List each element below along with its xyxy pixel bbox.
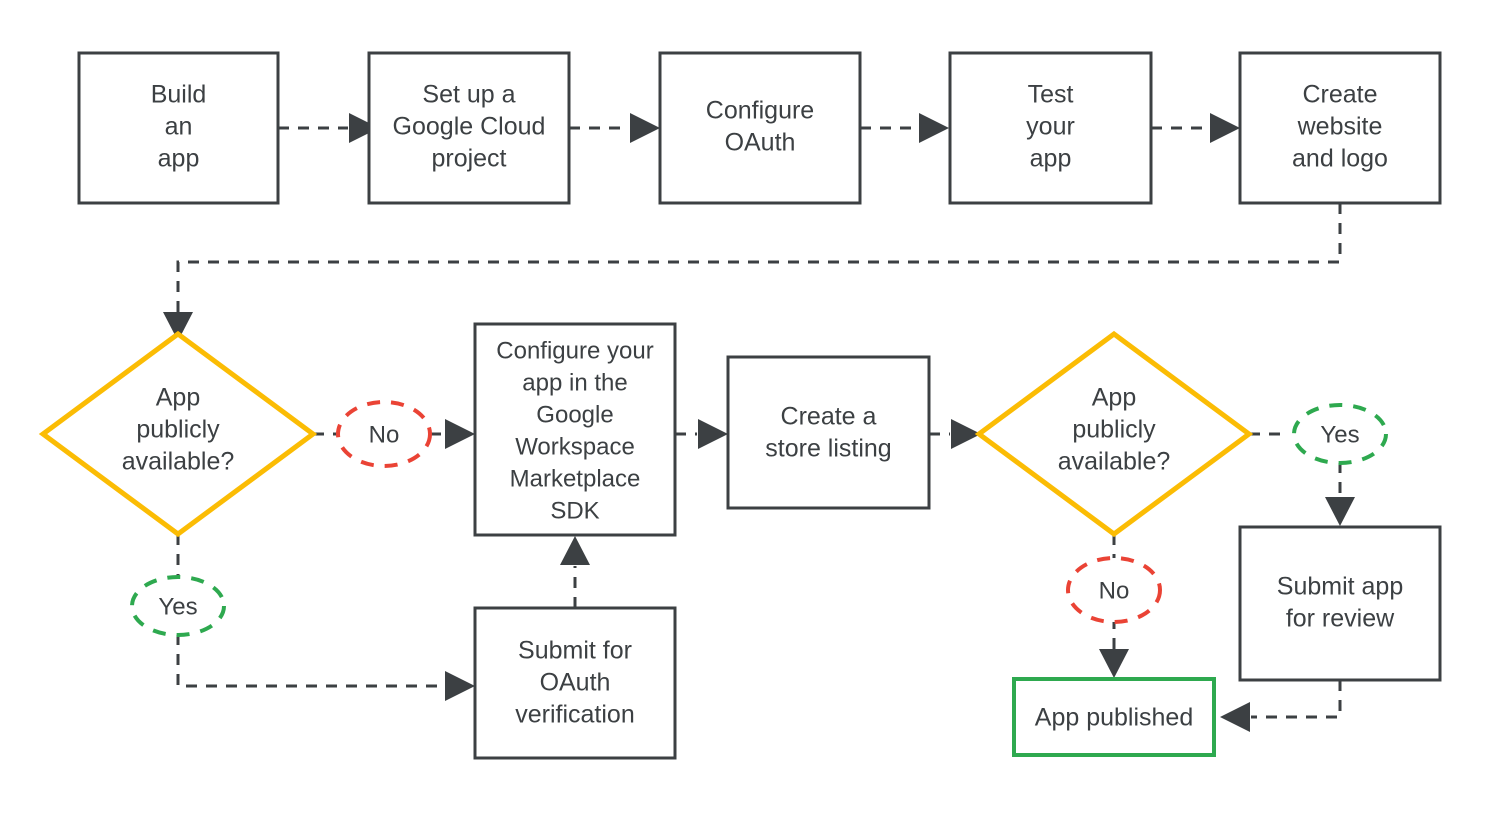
edge-label-yes-one-ellipse [130,575,226,637]
node-create-store-listing-line1: Create a [781,403,877,431]
node-build-an-app[interactable]: Build an app [77,51,280,205]
node-submit-app-review-line1: Submit app [1277,573,1403,601]
node-configure-oauth-box [658,51,862,205]
edge-label-decision-two-yes: Yes [1292,403,1388,465]
edge-label-no-one-text: No [369,421,400,448]
arrowhead-website-to-decision-one [163,312,193,341]
edge-label-no-one-ellipse [336,400,432,468]
node-decision-one-line2: publicly [136,416,220,444]
node-submit-app-review-line2: for review [1286,605,1395,633]
node-configure-sdk-line4: Workspace [515,433,635,460]
node-decision-two-line3: available? [1058,448,1171,476]
node-decision-one-line3: available? [122,448,235,476]
node-test-your-app-line3: app [1030,145,1072,173]
node-configure-sdk-line1: Configure your [496,337,653,364]
arrowhead-submit-oauth-to-configure-sdk [560,536,590,565]
node-build-an-app-box [77,51,280,205]
edge-label-no-two-ellipse [1066,556,1162,624]
node-decision-two-line2: publicly [1072,416,1156,444]
node-google-cloud-project-line1: Set up a [422,81,515,109]
node-create-website-and-logo[interactable]: Create website and logo [1238,51,1442,205]
arrowhead-configure-sdk-to-store-listing [698,419,728,449]
node-create-store-listing-line2: store listing [765,435,891,463]
node-test-your-app-line2: your [1026,113,1075,141]
node-configure-oauth[interactable]: Configure OAuth [658,51,862,205]
arrowhead-yes-to-submit-oauth [445,671,475,701]
node-build-an-app-line2: an [165,113,193,141]
node-create-website-and-logo-line3: and logo [1292,145,1388,173]
node-submit-oauth-box [473,606,677,760]
node-configure-oauth-line1: Configure [706,97,814,125]
arrowhead-build-to-cloudproject [349,113,379,143]
node-google-cloud-project-box [367,51,571,205]
node-configure-sdk-line3: Google [536,401,613,428]
node-create-website-and-logo-line2: website [1297,113,1383,141]
node-decision-app-publicly-available-two[interactable]: App publicly available? [974,330,1254,538]
node-submit-oauth-line1: Submit for [518,637,632,665]
edge-label-yes-two-text: Yes [1320,421,1359,448]
node-configure-app-marketplace-sdk[interactable]: Configure your app in the Google Workspa… [473,322,677,537]
node-app-published[interactable]: App published [1012,677,1216,757]
node-submit-for-oauth-verification[interactable]: Submit for OAuth verification [473,606,677,760]
arrowhead-no-to-app-published [1099,649,1129,678]
edge-label-decision-two-no: No [1066,556,1162,624]
node-configure-oauth-line2: OAuth [725,129,796,157]
arrowhead-store-listing-to-decision-two [951,419,981,449]
node-submit-app-review-box [1238,525,1442,682]
node-configure-sdk-line6: SDK [550,497,599,524]
arrowhead-cloudproject-to-oauth [630,113,660,143]
arrowhead-submit-review-to-app-published [1220,702,1250,732]
node-configure-sdk-line2: app in the [522,369,627,396]
node-google-cloud-project-line2: Google Cloud [393,113,546,141]
node-test-your-app-line1: Test [1028,81,1074,109]
arrowhead-oauth-to-test [919,113,949,143]
node-configure-sdk-box [473,322,677,537]
arrowhead-test-to-website [1210,113,1240,143]
node-submit-oauth-line3: verification [515,701,635,729]
edge-label-yes-one-text: Yes [158,593,197,620]
node-test-your-app[interactable]: Test your app [948,51,1153,205]
node-google-cloud-project[interactable]: Set up a Google Cloud project [367,51,571,205]
edge-label-no-two-text: No [1099,577,1130,604]
edge-website-to-decision-one [176,203,1342,312]
node-submit-app-for-review[interactable]: Submit app for review [1238,525,1442,682]
node-decision-two-diamond [974,330,1254,538]
node-create-store-listing-box [726,355,931,510]
node-create-website-and-logo-box [1238,51,1442,205]
edge-yes-to-submit-oauth [176,634,444,688]
edge-label-yes-two-ellipse [1292,403,1388,465]
node-create-website-and-logo-line1: Create [1302,81,1377,109]
node-test-your-app-box [948,51,1153,205]
node-decision-two-line1: App [1092,384,1136,412]
node-app-published-box [1012,677,1216,757]
node-google-cloud-project-line3: project [431,145,506,173]
node-decision-one-diamond [38,330,318,538]
edge-submit-review-to-app-published [1251,680,1342,719]
node-configure-sdk-line5: Marketplace [510,465,641,492]
node-build-an-app-line1: Build [151,81,207,109]
node-decision-app-publicly-available-one[interactable]: App publicly available? [38,330,318,538]
edge-label-decision-one-no: No [336,400,432,468]
edge-label-decision-one-yes: Yes [130,575,226,637]
arrowhead-yes-to-submit-review [1325,497,1355,526]
node-decision-one-line1: App [156,384,200,412]
node-submit-oauth-line2: OAuth [540,669,611,697]
arrowhead-no-to-configure-sdk [445,419,475,449]
node-app-published-label: App published [1035,704,1193,732]
node-create-store-listing[interactable]: Create a store listing [726,355,931,510]
node-build-an-app-line3: app [158,145,200,173]
